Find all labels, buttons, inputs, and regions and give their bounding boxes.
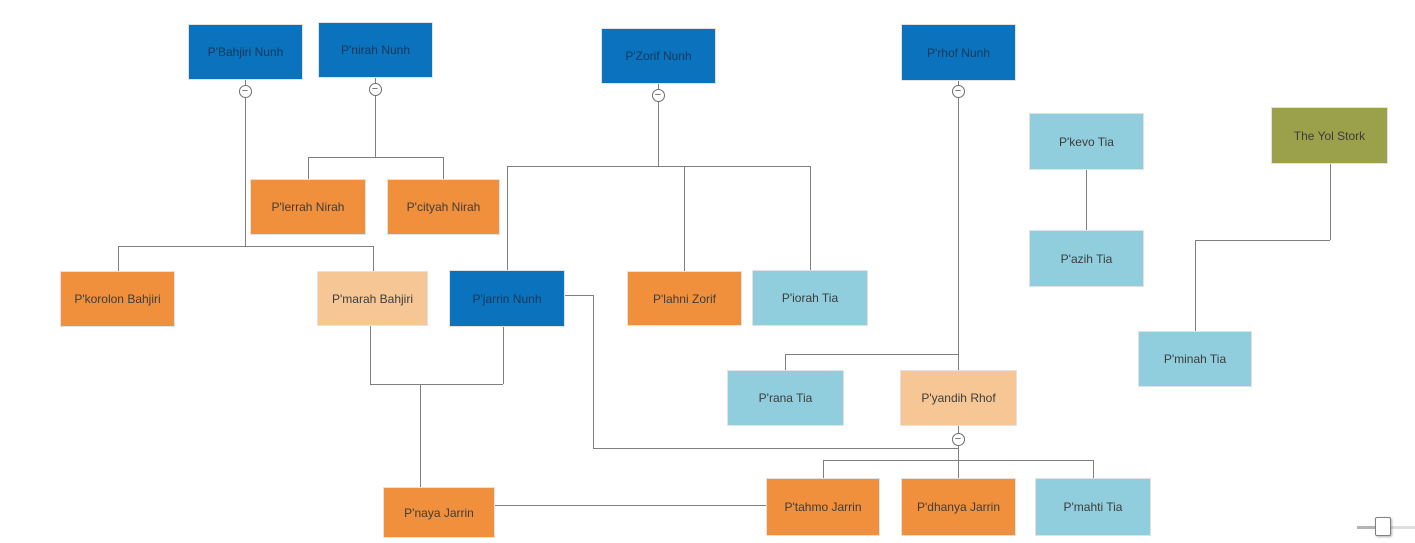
collapse-minus-icon[interactable]: − (238, 84, 252, 98)
tree-node-p-bahjiri-nunh[interactable]: P'Bahjiri Nunh (188, 24, 303, 80)
connector-line (565, 295, 593, 296)
connector-line (810, 166, 811, 270)
connector-line (507, 166, 508, 270)
connector-line (375, 78, 376, 157)
tree-node-p-cityah-nirah[interactable]: P'cityah Nirah (387, 179, 500, 235)
tree-node-p-marah-bahjiri[interactable]: P'marah Bahjiri (317, 271, 428, 326)
collapse-minus-icon[interactable]: − (368, 82, 382, 96)
connector-line (507, 166, 810, 167)
connector-line (958, 81, 959, 370)
tree-node-p-yandih-rhof[interactable]: P'yandih Rhof (900, 370, 1017, 426)
tree-node-p-korolon-bahjiri[interactable]: P'korolon Bahjiri (60, 271, 175, 327)
connector-line (495, 505, 766, 506)
connector-line (1330, 164, 1331, 240)
connector-line (658, 84, 659, 166)
tree-node-p-nirah-nunh[interactable]: P'nirah Nunh (318, 22, 433, 78)
connector-line (958, 460, 959, 478)
connector-line (370, 384, 503, 385)
connector-line (245, 80, 246, 246)
connector-line (593, 448, 958, 449)
tree-node-p-azih-tia[interactable]: P'azih Tia (1029, 230, 1144, 287)
tree-node-p-lerrah-nirah[interactable]: P'lerrah Nirah (250, 179, 366, 235)
tree-node-p-dhanya-jarrin[interactable]: P'dhanya Jarrin (901, 478, 1016, 536)
tree-node-p-rana-tia[interactable]: P'rana Tia (727, 370, 844, 426)
connector-line (370, 326, 371, 384)
connector-line (308, 157, 309, 179)
connector-line (308, 157, 443, 158)
tree-node-p-tahmo-jarrin[interactable]: P'tahmo Jarrin (766, 478, 880, 536)
tree-node-p-iorah-tia[interactable]: P'iorah Tia (752, 270, 868, 326)
tree-node-p-minah-tia[interactable]: P'minah Tia (1138, 331, 1252, 387)
tree-node-p-rhof-nunh[interactable]: P'rhof Nunh (901, 24, 1016, 81)
tree-node-p-jarrin-nunh[interactable]: P'jarrin Nunh (449, 270, 565, 327)
collapse-minus-icon[interactable]: − (951, 84, 965, 98)
connector-line (373, 246, 374, 271)
connector-line (1093, 460, 1094, 478)
connector-line (1195, 240, 1330, 241)
connector-line (443, 157, 444, 179)
connector-line (118, 246, 119, 271)
connector-line (785, 354, 786, 370)
connector-line (823, 460, 824, 478)
connector-line (420, 384, 421, 487)
tree-node-the-yol-stork[interactable]: The Yol Stork (1271, 107, 1388, 164)
connector-line (684, 166, 685, 271)
tree-node-p-zorif-nunh[interactable]: P'Zorif Nunh (601, 28, 716, 84)
collapse-minus-icon[interactable]: − (951, 432, 965, 446)
collapse-minus-icon[interactable]: − (651, 88, 665, 102)
connector-line (593, 295, 594, 448)
zoom-slider-handle[interactable] (1375, 517, 1391, 536)
connector-line (118, 246, 373, 247)
connector-line (1086, 170, 1087, 230)
connector-line (1195, 240, 1196, 331)
zoom-slider-track-filled (1357, 526, 1376, 529)
tree-node-p-lahni-zorif[interactable]: P'lahni Zorif (627, 271, 742, 326)
tree-node-p-kevo-tia[interactable]: P'kevo Tia (1029, 113, 1144, 170)
tree-node-p-mahti-tia[interactable]: P'mahti Tia (1035, 478, 1151, 536)
connector-line (503, 327, 504, 384)
connector-line (785, 354, 958, 355)
tree-node-p-naya-jarrin[interactable]: P'naya Jarrin (383, 487, 495, 538)
